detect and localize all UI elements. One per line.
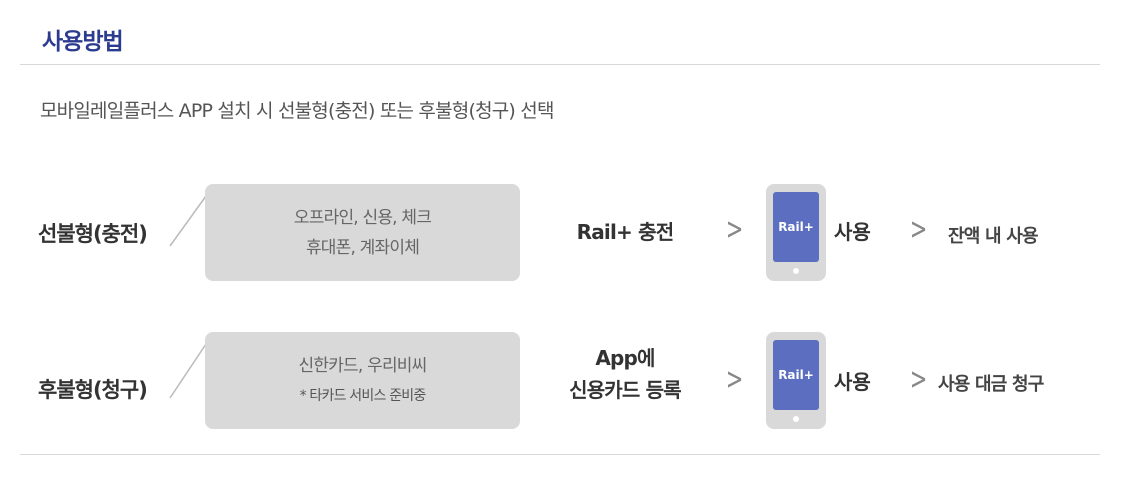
rail-plus-logo: Rail+ (773, 192, 819, 262)
postpaid-label: 후불형(청구) (38, 378, 148, 402)
payment-methods-line1: 오프라인, 신용, 체크 (293, 207, 432, 228)
section-title: 사용방법 (42, 29, 124, 55)
slash-divider (169, 343, 207, 399)
prepaid-label: 선불형(충전) (38, 222, 148, 246)
supported-cards-note: * 타카드 서비스 준비중 (299, 387, 427, 404)
payment-methods-box: 오프라인, 신용, 체크 휴대폰, 계좌이체 (205, 184, 520, 281)
chevron-right-icon: > (909, 362, 928, 397)
phone-home-button (793, 268, 799, 274)
supported-cards-line1: 신한카드, 우리비씨 (298, 355, 428, 376)
divider-bottom (20, 454, 1100, 455)
slash-divider (169, 195, 207, 247)
register-card-line1: App에 (595, 346, 655, 370)
register-card-step: App에 신용카드 등록 (540, 342, 710, 406)
supported-cards-box: 신한카드, 우리비씨 * 타카드 서비스 준비중 (205, 332, 520, 429)
prepaid-row: 선불형(충전) 오프라인, 신용, 체크 휴대폰, 계좌이체 Rail+ 충전 … (0, 184, 1142, 284)
result-label: 잔액 내 사용 (948, 226, 1039, 247)
use-label: 사용 (834, 220, 871, 244)
chevron-right-icon: > (725, 212, 744, 247)
section-description: 모바일레일플러스 APP 설치 시 선불형(충전) 또는 후불형(청구) 선택 (40, 100, 554, 122)
phone-home-button (793, 416, 799, 422)
postpaid-row: 후불형(청구) 신한카드, 우리비씨 * 타카드 서비스 준비중 App에 신용… (0, 332, 1142, 432)
result-label: 사용 대금 청구 (938, 374, 1044, 395)
rail-plus-logo: Rail+ (773, 340, 819, 410)
charge-step-line1: Rail+ 충전 (576, 220, 675, 244)
charge-step: Rail+ 충전 (540, 216, 710, 248)
chevron-right-icon: > (725, 362, 744, 397)
phone-icon: Rail+ (766, 184, 826, 281)
chevron-right-icon: > (909, 212, 928, 247)
phone-icon: Rail+ (766, 332, 826, 429)
divider-top (20, 64, 1100, 65)
payment-methods-line2: 휴대폰, 계좌이체 (305, 237, 420, 258)
use-label: 사용 (834, 370, 871, 394)
register-card-line2: 신용카드 등록 (569, 378, 682, 402)
